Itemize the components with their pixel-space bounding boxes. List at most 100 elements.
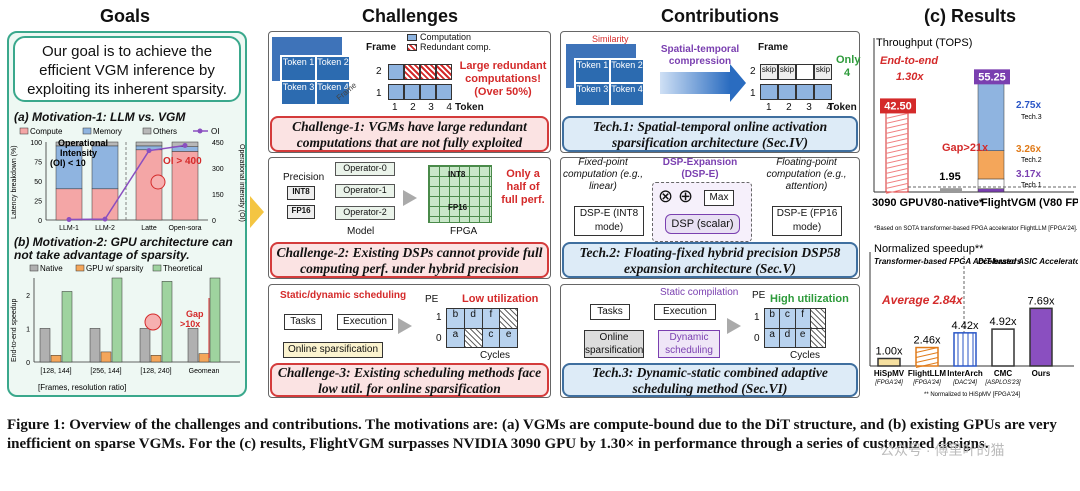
ns-hatch <box>915 352 939 359</box>
ch2-arrow <box>403 190 417 206</box>
ch1-xticks: 1 2 3 4 <box>392 102 452 113</box>
ns-bar-2 <box>953 332 977 367</box>
gap-21x: Gap>21x <box>942 142 989 154</box>
ns-venue-3: [ASPLOS'23] <box>984 380 1020 386</box>
legend-oi-marker <box>197 128 203 134</box>
m2-xlabel: [Frames, resolution ratio] <box>38 383 126 392</box>
ch1-cell <box>436 64 452 80</box>
ch3-cell-b: b <box>447 309 464 328</box>
t3-pe0: 0 <box>754 333 760 344</box>
ns-value-4: 7.69x <box>1028 295 1055 307</box>
t1-skip: skip <box>778 64 796 80</box>
ns-bar-4 <box>1029 307 1053 367</box>
tp-hatch <box>885 127 909 134</box>
tp-hatch <box>885 122 909 129</box>
online-sparsification-box: Online sparsification <box>283 342 383 358</box>
legend-others: Others <box>153 127 177 136</box>
m2-bar-0 <box>139 328 151 363</box>
challenge-2-bar: Challenge-2: Existing DSPs cannot provid… <box>270 242 549 278</box>
similarity-label: Similarity <box>592 34 629 44</box>
t1-x4: 4 <box>826 102 832 113</box>
redundant-swatch <box>407 44 417 51</box>
operator-2: Operator-2 <box>335 206 395 220</box>
m1-y2tick: 150 <box>212 192 224 199</box>
t2-max: Max <box>704 190 734 206</box>
motivation-2-text: Motivation-2: GPU architecture can not t… <box>14 235 233 262</box>
m1-xlabel: Latte <box>141 225 157 232</box>
results-header: (c) Results <box>923 6 1017 26</box>
sad-face-icon-2 <box>144 313 162 331</box>
m2-bar-0 <box>187 328 199 363</box>
t1-token-2: Token 2 <box>610 59 644 83</box>
tp-label-fl-bg <box>974 69 1010 85</box>
tp-hatch <box>885 147 909 154</box>
ns-bar-0 <box>877 357 901 367</box>
m1-bar-others <box>91 141 119 147</box>
contributions-header: Contributions <box>661 6 779 26</box>
t2-fixed: Fixed-point computation (e.g., linear) <box>562 157 644 192</box>
t3-pe: PE <box>752 290 766 301</box>
tech3-label: Tech.3 <box>1021 114 1042 121</box>
computation-swatch <box>407 34 417 41</box>
ch3-cell-d: d <box>464 309 482 328</box>
m1-legend: Compute Memory Others OI <box>19 127 219 136</box>
tech3-val: 2.75x <box>1016 100 1041 111</box>
t3-cell-idle <box>810 328 825 347</box>
t1-x2: 2 <box>786 102 792 113</box>
m1-oi-point <box>146 148 152 154</box>
x-fl: FlightVGM (V80 FPGA) <box>981 197 1078 209</box>
operator-1: Operator-1 <box>335 184 395 198</box>
m2-bar-2 <box>209 277 221 363</box>
ch3-cycles: Cycles <box>480 350 511 361</box>
tech2-label: Tech.2 <box>1021 157 1042 164</box>
ch1-token-label: Token <box>455 102 484 113</box>
m2-legend: Native GPU w/ sparsity Theoretical <box>29 264 203 273</box>
t1-skip: skip <box>814 64 832 80</box>
legend-memory-swatch <box>82 127 92 135</box>
tech2-val: 3.26x <box>1016 144 1041 155</box>
motivation-1-text: Motivation-1: LLM vs. VGM <box>32 110 186 124</box>
ch1-x1: 1 <box>392 102 398 113</box>
ns-bar-3 <box>991 328 1015 367</box>
t1-y1: 1 <box>750 88 756 99</box>
m2-bars <box>39 277 221 363</box>
t2-mult-icon: ⊗ <box>658 186 674 206</box>
t2-float: Floating-point computation (e.g., attent… <box>766 157 847 192</box>
t2-dsp-scalar: DSP (scalar) <box>665 214 740 234</box>
m2-bar-0 <box>39 328 51 363</box>
motivation-2-label: (b) <box>14 235 30 249</box>
t3-cell-d: d <box>780 328 795 347</box>
m2-ylabel: End-to-end speedup <box>11 298 18 362</box>
m1-oi-point <box>66 216 72 222</box>
tp-hatch <box>885 117 909 124</box>
legend-theoretical-swatch <box>152 264 162 272</box>
m1-y2tick: 0 <box>212 218 216 225</box>
oi-high-label: OI > 400 <box>163 156 202 167</box>
tp-bar-v80 <box>940 188 962 192</box>
tp-bar-fl-seg <box>977 150 1005 180</box>
ch3-cell-e: e <box>500 328 517 347</box>
legend-memory: Memory <box>93 127 122 136</box>
m1-ytick: 100 <box>30 140 42 147</box>
t1-x3: 3 <box>806 102 812 113</box>
t3-dynamic: Dynamic scheduling <box>658 330 720 358</box>
ch1-cell <box>420 84 436 100</box>
tp-title: Throughput (TOPS) <box>876 37 972 49</box>
ch3-pe0: 0 <box>436 333 442 344</box>
legend-others-swatch <box>142 127 152 135</box>
ch1-cell <box>404 64 420 80</box>
ns-venue-1: [FPGA'24] <box>912 380 941 386</box>
tp-hatch <box>885 177 909 184</box>
ns-title: Normalized speedup** <box>874 243 984 255</box>
m2-ytick: 0 <box>26 360 30 367</box>
ns-labels: 1.00xHiSpMV[FPGA'24]2.46xFlightLLM[FPGA'… <box>874 295 1055 386</box>
motivation-1-chart: Compute Memory Others OI Latency breakdo… <box>11 127 245 232</box>
t3-pe1: 1 <box>754 312 760 323</box>
tp-hatch <box>885 167 909 174</box>
t3-tasks: Tasks <box>590 304 630 320</box>
token-2: Token 2 <box>316 56 350 81</box>
ch1-y2: 2 <box>376 66 382 77</box>
legend-compute-swatch <box>19 127 29 135</box>
